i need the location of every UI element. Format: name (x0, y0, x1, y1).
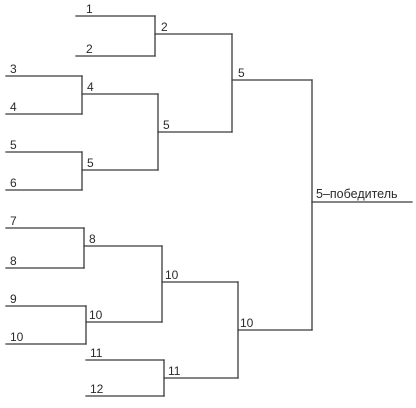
r2-label-2: 4 (87, 80, 94, 94)
round2-labels: 2 4 5 8 10 11 (87, 20, 181, 378)
r3-label-1: 5 (163, 118, 170, 132)
r2-label-5: 10 (89, 308, 103, 322)
r4-label-2: 10 (240, 316, 254, 330)
r1-label-1: 1 (86, 2, 93, 16)
r1-label-10: 10 (10, 330, 24, 344)
r1-label-12: 12 (90, 382, 104, 396)
r2-label-3: 5 (87, 156, 94, 170)
r3-label-2: 10 (165, 268, 179, 282)
round1-labels: 1 2 3 4 5 6 7 8 9 10 11 12 (10, 2, 104, 396)
r1-label-5: 5 (10, 138, 17, 152)
round4-lines (231, 79, 313, 331)
r1-label-2: 2 (86, 42, 93, 56)
round1-lines (5, 15, 165, 397)
winner-label: 5–победитель (316, 187, 398, 201)
r2-label-6: 11 (168, 364, 181, 378)
r1-label-11: 11 (90, 346, 103, 360)
round4-labels: 5 10 (238, 66, 254, 330)
r1-label-3: 3 (10, 62, 17, 76)
round2-connectors (157, 33, 239, 379)
round2-lines (81, 33, 239, 379)
r1-label-4: 4 (10, 100, 17, 114)
r1-label-9: 9 (10, 292, 17, 306)
r1-label-6: 6 (10, 176, 17, 190)
r2-label-1: 2 (161, 20, 168, 34)
round3-labels: 5 10 (163, 118, 179, 282)
round3-lines (157, 131, 239, 283)
r4-label-1: 5 (238, 66, 245, 80)
r1-label-8: 8 (10, 254, 17, 268)
round1-connectors (81, 15, 165, 397)
r2-label-4: 8 (89, 232, 96, 246)
r1-label-7: 7 (10, 214, 17, 228)
